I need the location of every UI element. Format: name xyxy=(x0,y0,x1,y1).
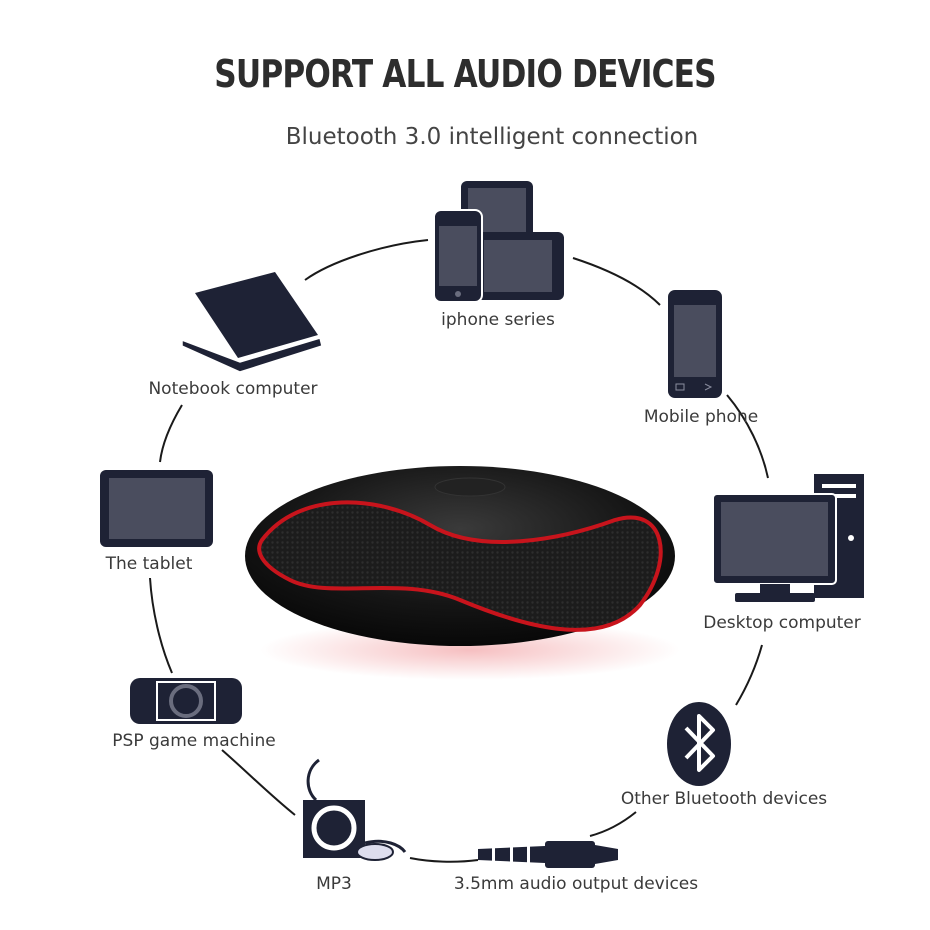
device-label-iphone: iphone series xyxy=(441,310,555,330)
bluetooth-icon xyxy=(667,702,731,786)
connector-lines xyxy=(149,239,769,863)
desktop-computer-icon xyxy=(712,474,864,602)
mp3-player-icon xyxy=(303,758,407,861)
audio-jack-icon xyxy=(478,841,618,868)
mobile-phone-icon xyxy=(668,290,722,398)
page-subtitle: Bluetooth 3.0 intelligent connection xyxy=(285,124,699,150)
device-label-bluetooth: Other Bluetooth devices xyxy=(620,789,828,809)
iphone-ipad-icon xyxy=(433,181,564,303)
psp-game-icon xyxy=(130,678,242,724)
device-label-mp3: MP3 xyxy=(316,874,352,894)
device-label-mobile-phone: Mobile phone xyxy=(643,407,759,427)
device-label-notebook: Notebook computer xyxy=(148,379,318,399)
speaker-image xyxy=(245,466,680,680)
device-label-psp: PSP game machine xyxy=(112,731,276,751)
tablet-icon xyxy=(100,470,213,547)
device-label-tablet: The tablet xyxy=(105,554,193,574)
laptop-icon xyxy=(181,272,323,373)
device-label-audio-output: 3.5mm audio output devices xyxy=(453,874,699,894)
device-label-desktop: Desktop computer xyxy=(703,613,861,633)
page-title: SUPPORT ALL AUDIO DEVICES xyxy=(214,52,716,96)
